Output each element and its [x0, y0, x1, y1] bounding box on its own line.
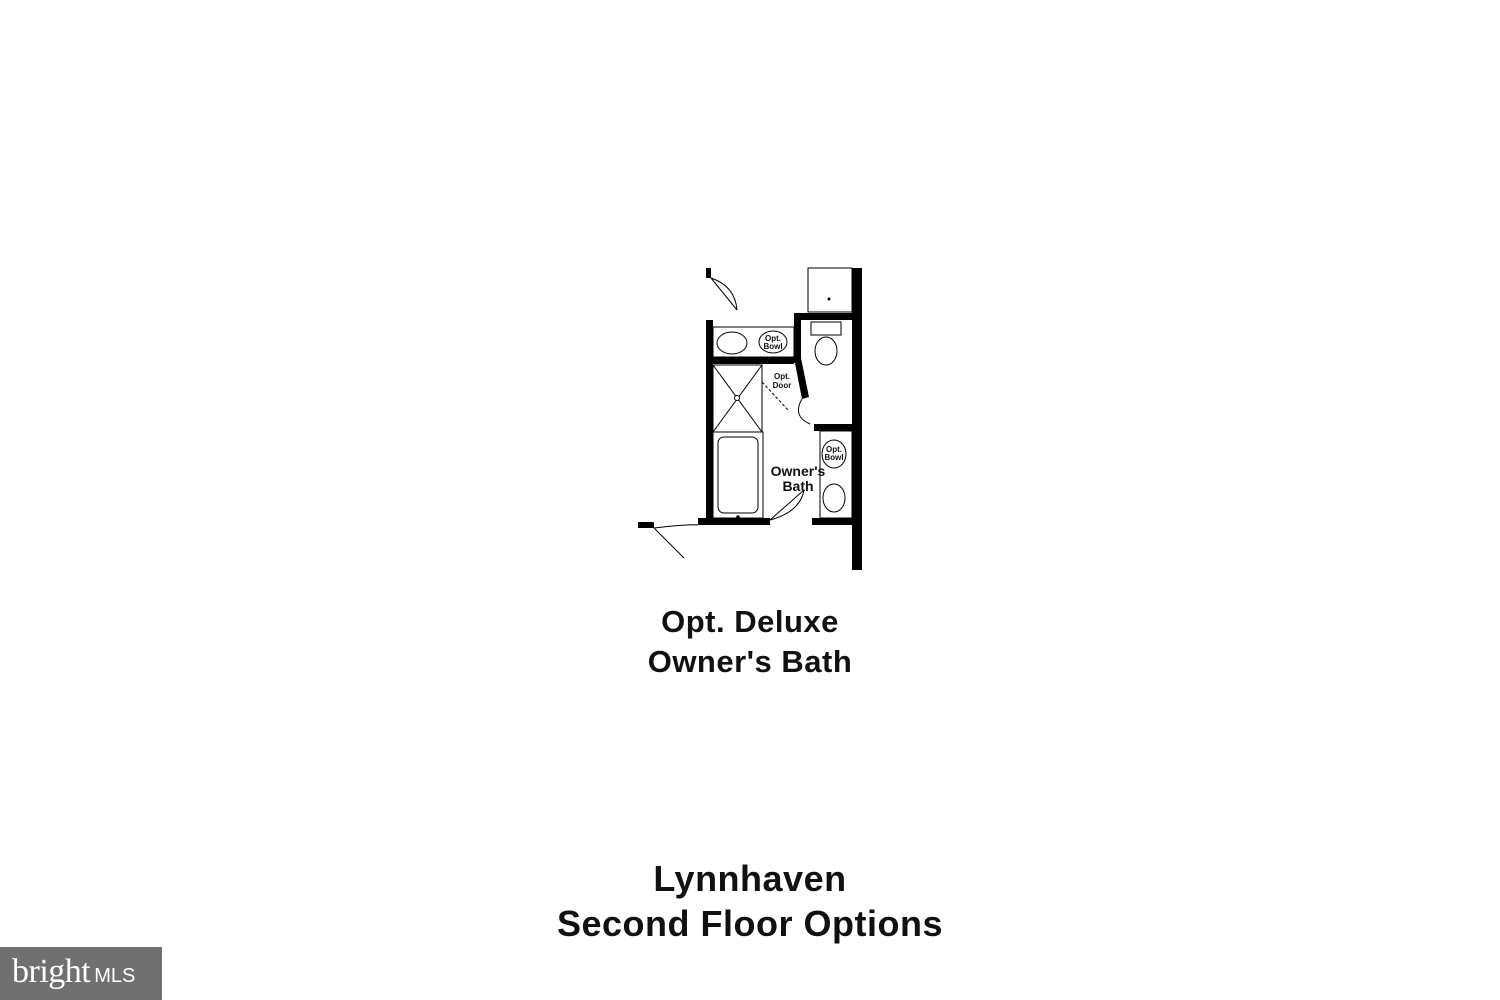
stub-wall-top — [706, 268, 711, 278]
toilet-bowl-icon — [814, 336, 838, 366]
plan-caption: Lynnhaven Second Floor Options — [0, 856, 1500, 946]
opt-bowl-top-label-1: Opt. — [765, 334, 781, 343]
top-door-swing-icon — [710, 277, 738, 311]
option-caption-line2: Owner's Bath — [647, 644, 853, 679]
opt-bowl-right-label-2: Bowl — [824, 453, 843, 462]
watermark-brand: bright — [12, 953, 91, 990]
stub-wall-bottom-left — [638, 522, 654, 528]
entry-door-swing-icon — [653, 524, 699, 559]
bath-door-swing-icon — [769, 489, 805, 521]
plan-labels: Opt. Bowl Opt. Door Opt. Bowl Owner's Ba… — [763, 334, 843, 494]
right-exterior-wall — [852, 268, 862, 570]
right-vanity-counter — [819, 430, 853, 519]
watermark-suffix: MLS — [94, 965, 136, 987]
opt-door-label-2: Door — [773, 381, 792, 390]
sink-bowl-icon — [716, 331, 748, 355]
opt-bowl-top-label-2: Bowl — [763, 342, 782, 351]
top-vanity-counter — [712, 326, 795, 358]
opt-door-label-1: Opt. — [774, 372, 790, 381]
left-bath-wall — [706, 320, 713, 525]
plan-fixtures — [653, 267, 853, 559]
opt-door-swing-icon — [761, 381, 789, 411]
option-caption: Opt. Deluxe Owner's Bath — [0, 602, 1500, 682]
opt-bowl-top-icon — [758, 330, 788, 354]
angled-door-wall — [794, 358, 809, 399]
plan-name: Lynnhaven — [653, 858, 847, 899]
right-sink-bowl-icon — [822, 483, 846, 513]
vanity-shower-divider — [706, 357, 794, 364]
option-caption-line1: Opt. Deluxe — [661, 604, 839, 639]
plan-walls — [638, 268, 862, 570]
plan-floor-title: Second Floor Options — [557, 903, 943, 944]
opt-bowl-right-icon — [821, 439, 847, 469]
bottom-wall-left — [698, 518, 770, 525]
wc-left-wall — [794, 313, 801, 363]
toilet-tank — [810, 321, 842, 336]
wc-top-wall — [794, 313, 854, 320]
bottom-wall-right — [812, 518, 856, 525]
linen-closet — [807, 267, 853, 313]
opt-bowl-right-label-1: Opt. — [826, 445, 842, 454]
right-vanity-top-wall — [814, 424, 854, 431]
room-name-label-1: Owner's — [771, 463, 826, 479]
bathtub — [712, 431, 764, 519]
room-name-label-2: Bath — [782, 478, 813, 494]
